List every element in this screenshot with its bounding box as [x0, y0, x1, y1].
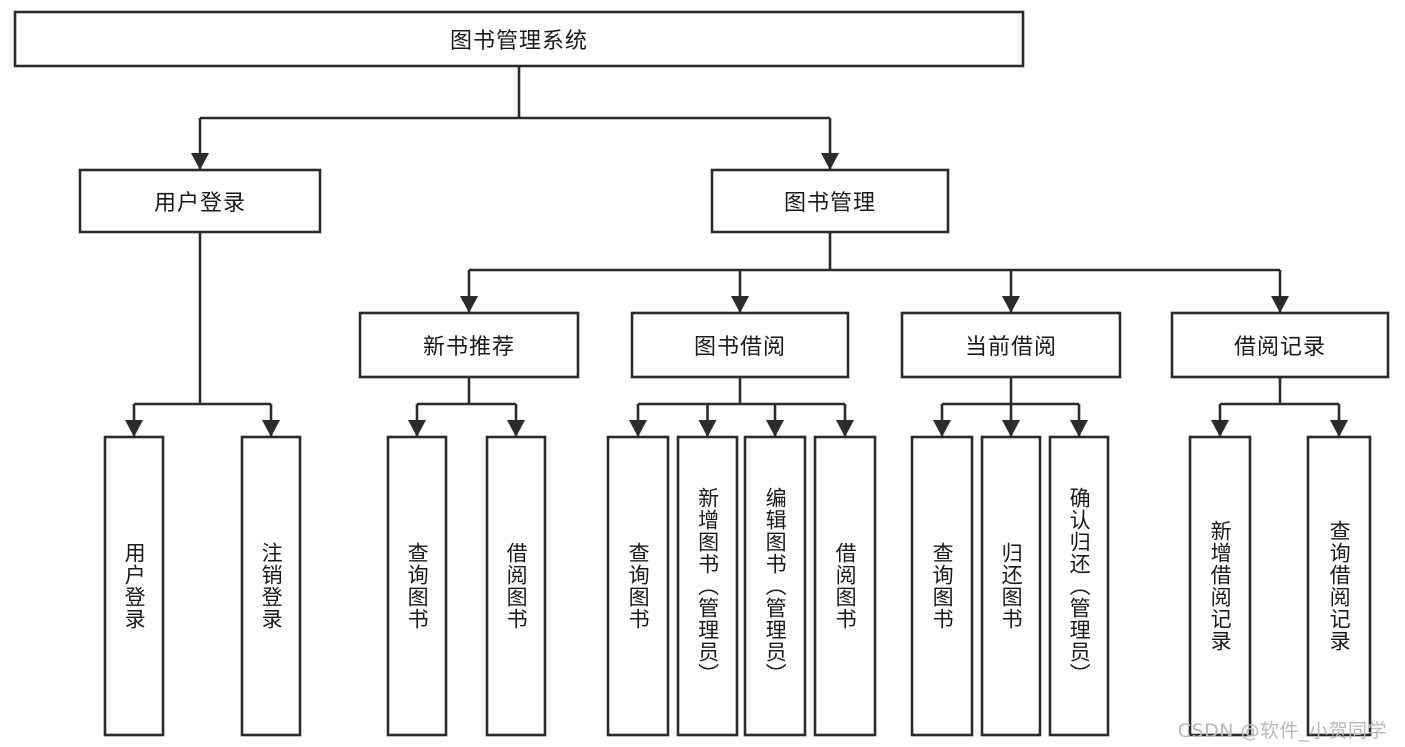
node-box-add-borrow-record[interactable] — [1188, 435, 1252, 737]
arrow-head-book-manage — [821, 153, 839, 170]
node-box-root[interactable] — [13, 10, 1025, 68]
node-box-book-borrow[interactable] — [630, 311, 850, 379]
arrow-head-borrow-book-2 — [836, 420, 854, 437]
arrow-head-user-logout — [262, 420, 280, 437]
arrow-head-borrow-record — [1271, 296, 1289, 313]
node-box-new-book-recommend[interactable] — [358, 311, 580, 379]
node-box-query-book-2[interactable] — [606, 435, 670, 737]
arrow-head-user-login-do — [125, 420, 143, 437]
node-box-user-login[interactable] — [78, 168, 322, 234]
node-box-borrow-book-1[interactable] — [485, 435, 547, 737]
arrow-head-add-book-admin — [698, 420, 717, 437]
node-box-query-book-1[interactable] — [386, 435, 448, 737]
arrow-head-query-book-1 — [408, 420, 426, 437]
arrow-head-new-book-recommend — [460, 296, 478, 313]
node-box-borrow-record[interactable] — [1170, 311, 1390, 379]
node-box-query-book-3[interactable] — [910, 435, 974, 737]
arrow-head-borrow-book-1 — [507, 420, 525, 437]
node-box-add-book-admin[interactable] — [676, 435, 739, 737]
node-box-query-borrow-record[interactable] — [1306, 435, 1372, 737]
arrow-head-confirm-return-admin — [1070, 420, 1088, 437]
node-box-edit-book-admin[interactable] — [743, 435, 807, 737]
node-box-confirm-return-admin[interactable] — [1048, 435, 1110, 737]
arrow-head-current-borrow — [1002, 296, 1020, 313]
node-box-return-book[interactable] — [980, 435, 1042, 737]
arrow-head-edit-book-admin — [766, 420, 784, 437]
node-box-book-manage[interactable] — [710, 168, 950, 234]
node-box-current-borrow[interactable] — [900, 311, 1122, 379]
arrow-head-add-borrow-record — [1211, 420, 1229, 437]
watermark-text: CSDN @软件_小贺同学 — [1177, 720, 1387, 742]
arrow-head-query-borrow-record — [1330, 420, 1348, 437]
arrow-head-user-login — [191, 153, 209, 170]
arrow-head-return-book — [1002, 420, 1020, 437]
node-box-user-logout[interactable] — [240, 435, 302, 737]
node-box-user-login-do[interactable] — [103, 435, 165, 737]
arrow-head-query-book-3 — [933, 420, 951, 437]
arrow-head-query-book-2 — [629, 420, 647, 437]
node-box-borrow-book-2[interactable] — [813, 435, 877, 737]
arrow-head-book-borrow — [731, 296, 749, 313]
